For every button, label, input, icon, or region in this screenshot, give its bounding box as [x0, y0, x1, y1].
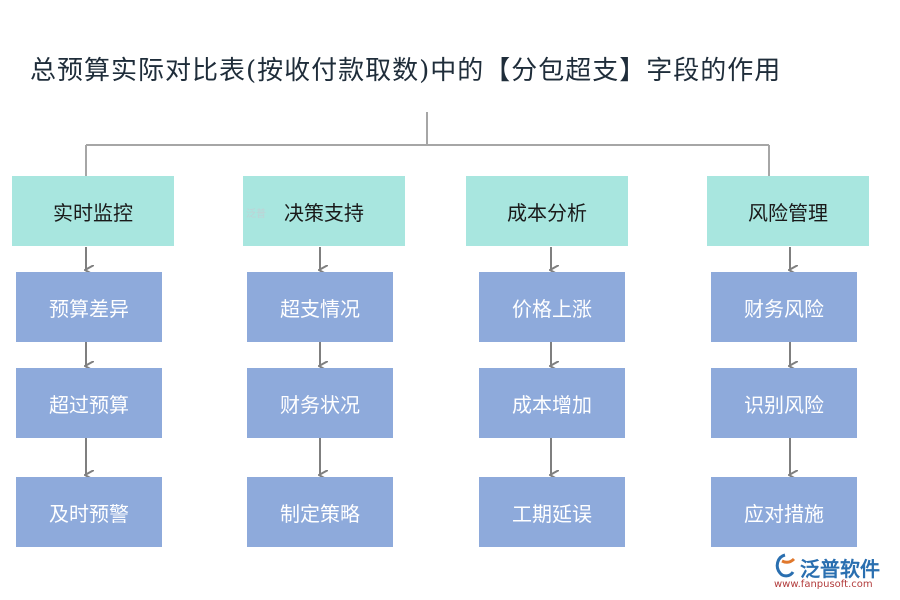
category-realtime-monitoring: 实时监控 — [12, 176, 174, 246]
item-overspend-status: 超支情况 — [247, 272, 393, 342]
item-price-rise: 价格上涨 — [479, 272, 625, 342]
item-formulate-strategy: 制定策略 — [247, 477, 393, 547]
item-financial-status: 财务状况 — [247, 368, 393, 438]
item-countermeasures: 应对措施 — [711, 477, 857, 547]
category-cost-analysis: 成本分析 — [466, 176, 628, 246]
item-timely-warning: 及时预警 — [16, 477, 162, 547]
watermark-small: 泛普 — [246, 209, 266, 220]
item-budget-variance: 预算差异 — [16, 272, 162, 342]
brand-name: 泛普软件 — [800, 557, 880, 581]
category-risk-management: 风险管理 — [707, 176, 869, 246]
item-schedule-delay: 工期延误 — [479, 477, 625, 547]
item-cost-increase: 成本增加 — [479, 368, 625, 438]
diagram-title: 总预算实际对比表(按收付款取数)中的【分包超支】字段的作用 — [30, 56, 782, 86]
item-financial-risk: 财务风险 — [711, 272, 857, 342]
brand-logo: 泛普软件 www.fanpusoft.com — [772, 553, 892, 593]
item-identify-risk: 识别风险 — [711, 368, 857, 438]
category-decision-support: 决策支持 — [243, 176, 405, 246]
brand-url: www.fanpusoft.com — [774, 579, 873, 590]
item-over-budget: 超过预算 — [16, 368, 162, 438]
brand-logo-icon — [775, 553, 796, 578]
